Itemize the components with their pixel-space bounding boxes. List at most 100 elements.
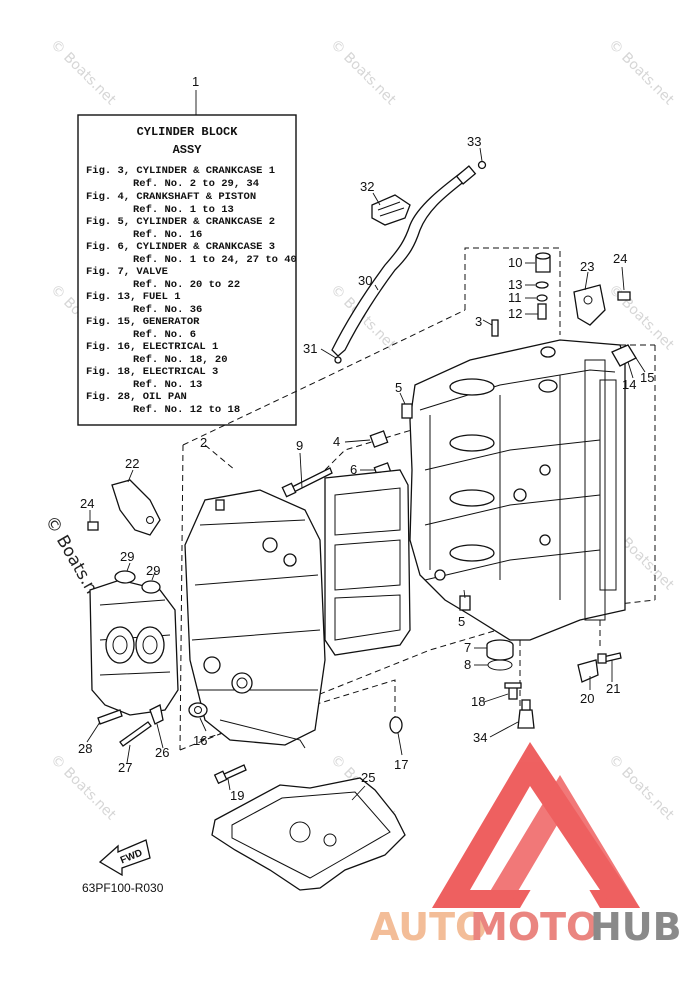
cylinder-block xyxy=(409,339,626,641)
callout-21: 21 xyxy=(606,681,620,696)
callout-11: 11 xyxy=(508,290,522,305)
watermark: © Boats.net xyxy=(605,37,677,109)
watermark: © Boats.net xyxy=(327,37,399,109)
callout-29: 29 xyxy=(146,563,160,578)
assy-line: Fig. 6, CYLINDER & CRANKCASE 3 xyxy=(86,241,275,253)
assy-line: Ref. No. 1 to 24, 27 to 40 xyxy=(133,254,297,266)
pipe-end-fitting xyxy=(455,165,477,185)
pipe-clip xyxy=(477,160,487,170)
dowel-pin xyxy=(459,595,471,611)
washer xyxy=(535,281,549,289)
watermark: © Boats.net xyxy=(47,37,119,109)
assy-line: Ref. No. 16 xyxy=(133,229,202,241)
logo-text-hub: HUB xyxy=(590,905,682,949)
assy-line: Fig. 13, FUEL 1 xyxy=(86,291,181,303)
callout-3: 3 xyxy=(475,314,482,329)
bolt-27 xyxy=(119,721,152,747)
callout-13: 13 xyxy=(508,277,522,292)
bolt-28 xyxy=(97,709,123,725)
assy-line: Fig. 7, VALVE xyxy=(86,266,168,278)
plug-16 xyxy=(188,702,208,718)
callout-6: 6 xyxy=(350,462,357,477)
assy-line: Fig. 4, CRANKSHAFT & PISTON xyxy=(86,191,256,203)
logo-text-auto: AUTO xyxy=(370,905,487,949)
assy-line: Fig. 28, OIL PAN xyxy=(86,391,187,403)
o-ring-17 xyxy=(389,716,403,734)
cap-29 xyxy=(114,570,136,584)
callout-16: 16 xyxy=(193,733,207,748)
callout-19: 19 xyxy=(230,788,244,803)
callout-5: 5 xyxy=(395,380,402,395)
callout-25: 25 xyxy=(361,770,375,785)
sensor-34 xyxy=(517,709,535,729)
assy-title-line2: ASSY xyxy=(173,143,203,157)
bracket-20 xyxy=(577,659,599,683)
oil-pan-gasket xyxy=(211,777,406,891)
fwd-arrow-icon xyxy=(98,839,151,877)
bearing-bore xyxy=(449,489,495,507)
assy-line: Ref. No. 36 xyxy=(133,304,202,316)
drawing-code: 63PF100-R030 xyxy=(82,881,164,895)
assy-line: Ref. No. 18, 20 xyxy=(133,354,228,366)
watermark: © Boats.net xyxy=(605,752,677,824)
assy-line: Fig. 3, CYLINDER & CRANKCASE 1 xyxy=(86,165,275,177)
callout-32: 32 xyxy=(360,179,374,194)
callout-14: 14 xyxy=(622,377,636,392)
callout-20: 20 xyxy=(580,691,594,706)
crankcase xyxy=(184,489,326,749)
callout-10: 10 xyxy=(508,255,522,270)
dowel-pin xyxy=(491,319,499,337)
oil-pipe-assembly xyxy=(331,160,487,364)
exhaust-cover-assembly xyxy=(87,479,179,747)
callout-24: 24 xyxy=(613,251,627,266)
automotohub-logo: AUTO MOTO HUB xyxy=(370,742,682,949)
dowel-pin xyxy=(369,430,389,448)
assy-line: Ref. No. 12 to 18 xyxy=(133,404,240,416)
callout-26: 26 xyxy=(155,745,169,760)
callout-1: 1 xyxy=(192,74,199,89)
callout-18: 18 xyxy=(471,694,485,709)
leader-lines xyxy=(86,147,646,801)
assy-box-frame xyxy=(77,114,297,426)
o-ring xyxy=(536,294,548,302)
cover-plate xyxy=(573,284,606,326)
callout-29: 29 xyxy=(120,549,134,564)
cap-29 xyxy=(141,580,161,594)
callout-15: 15 xyxy=(640,370,654,385)
assy-line: Ref. No. 1 to 13 xyxy=(133,204,234,216)
assy-line: Fig. 18, ELECTRICAL 3 xyxy=(86,366,218,378)
logo-text-moto: MOTO xyxy=(470,905,598,949)
assy-line: Ref. No. 2 to 29, 34 xyxy=(133,178,259,190)
callout-22: 22 xyxy=(125,456,139,471)
part-26 xyxy=(149,704,164,725)
callout-4: 4 xyxy=(333,434,340,449)
screw xyxy=(537,303,547,320)
pipe-bracket xyxy=(371,194,411,226)
callout-30: 30 xyxy=(358,273,372,288)
callout-24: 24 xyxy=(80,496,94,511)
oil-pipe xyxy=(331,171,469,357)
assy-title-line1: CYLINDER BLOCK xyxy=(137,125,239,139)
bolt-24 xyxy=(87,521,99,531)
callout-33: 33 xyxy=(467,134,481,149)
crankcase-gasket xyxy=(324,469,411,656)
callout-9: 9 xyxy=(296,438,303,453)
callout-23: 23 xyxy=(580,259,594,274)
callout-34: 34 xyxy=(473,730,487,745)
forward-arrow: FWD xyxy=(98,839,151,877)
logo-inner-triangle xyxy=(480,775,640,908)
assy-line: Ref. No. 20 to 22 xyxy=(133,279,240,291)
callout-27: 27 xyxy=(118,760,132,775)
callout-8: 8 xyxy=(464,657,471,672)
callout-28: 28 xyxy=(78,741,92,756)
o-ring xyxy=(487,659,513,671)
assy-line: Ref. No. 13 xyxy=(133,379,202,391)
bracket-22 xyxy=(111,479,161,536)
bearing-bore xyxy=(449,434,495,452)
assy-line: Fig. 16, ELECTRICAL 1 xyxy=(86,341,218,353)
bearing-bore xyxy=(449,378,495,396)
pipe-washer xyxy=(334,356,342,364)
callout-12: 12 xyxy=(508,306,522,321)
callout-7: 7 xyxy=(464,640,471,655)
